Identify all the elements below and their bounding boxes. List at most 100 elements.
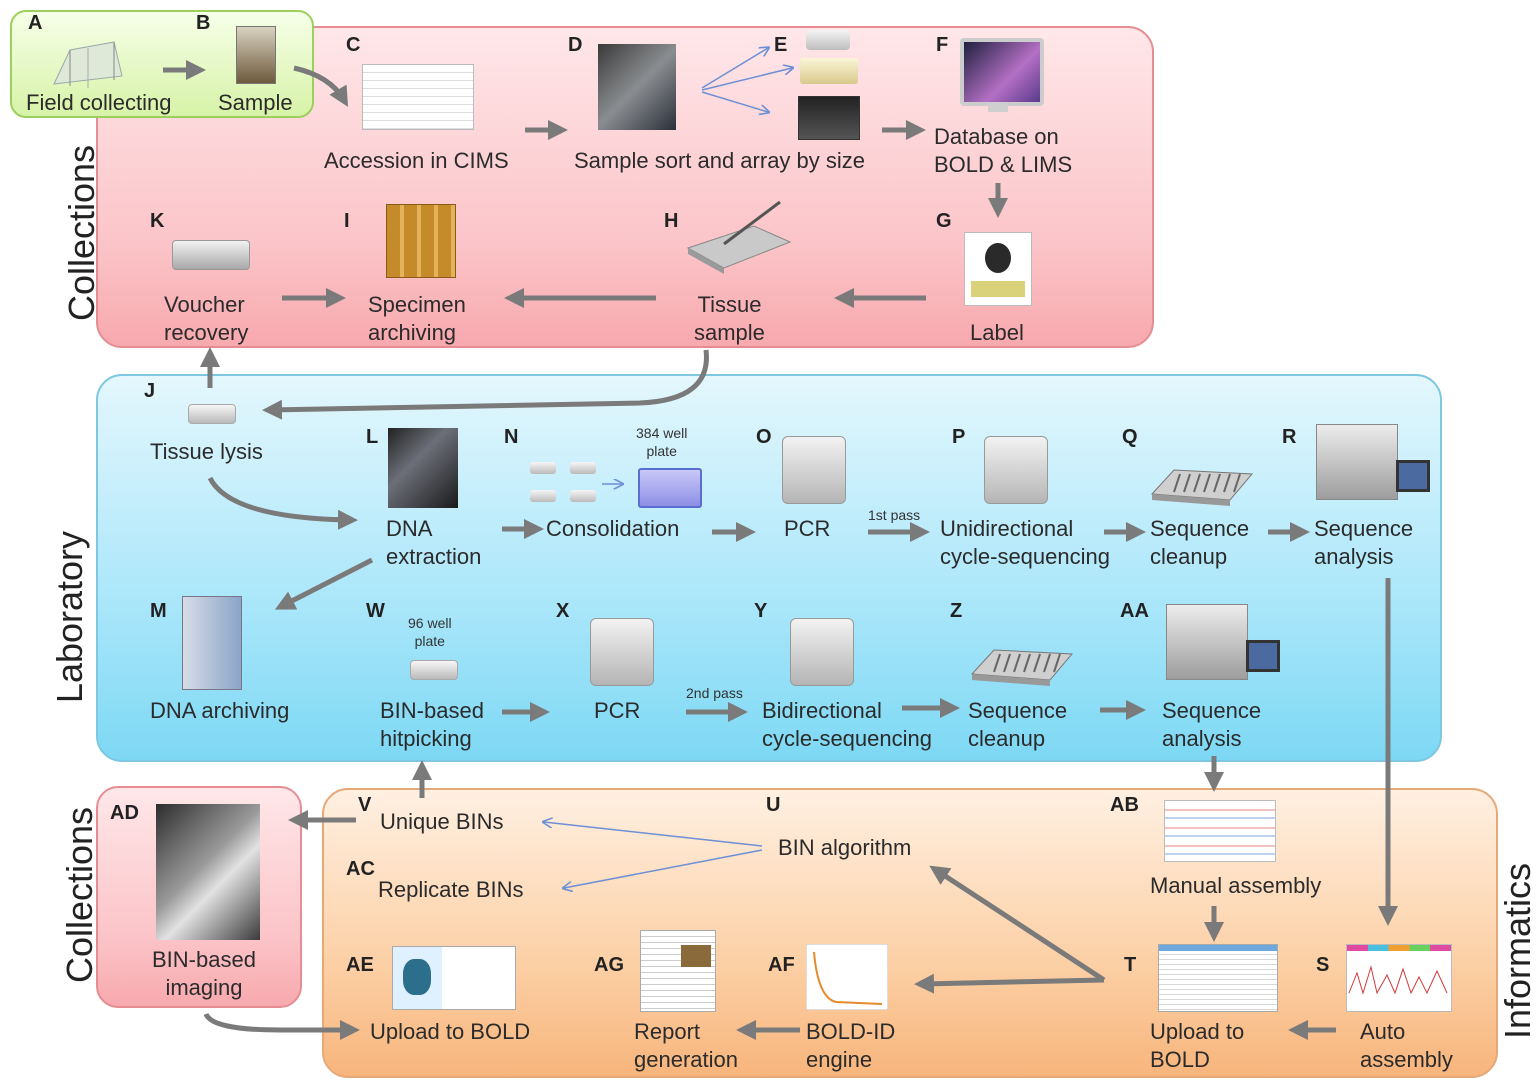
step-letter-z: Z: [950, 600, 963, 622]
arrow-t-af: [914, 973, 1105, 994]
insect-label-photo: [964, 232, 1032, 306]
step-letter-ad: AD: [110, 802, 139, 824]
field-tent-icon: [53, 41, 123, 88]
note-384-well-plate: 384 well plate: [636, 425, 688, 459]
sequencer-aa-monitor: [1246, 640, 1280, 672]
plate-small-icon: [806, 30, 850, 50]
step-letter-j: J: [144, 380, 156, 402]
step-letter-af: AF: [768, 954, 795, 976]
label-pcr-x: PCR: [594, 698, 641, 723]
label-field-collecting: Field collecting: [26, 90, 172, 115]
note-96-well-plate: 96 well plate: [408, 615, 452, 649]
step-letter-h: H: [664, 210, 679, 232]
label-voucher-recovery: Voucher recovery: [164, 292, 249, 345]
specimen-drawer-photo: [386, 204, 456, 278]
upload-bold-screenshot-t: [1158, 944, 1278, 1012]
monitor-stand-icon: [988, 102, 1008, 112]
label-first-pass: 1st pass: [868, 507, 921, 523]
sample-bottle-icon: [236, 26, 276, 84]
step-letter-ae: AE: [346, 954, 374, 976]
label-unidirectional: Unidirectional cycle-sequencing: [940, 516, 1110, 569]
label-sample-sort: Sample sort and array by size: [574, 148, 866, 173]
label-manual-assembly: Manual assembly: [1150, 873, 1322, 898]
arrow-l-m: [274, 557, 374, 610]
step-letter-q: Q: [1122, 426, 1138, 448]
label-bin-algorithm: BIN algorithm: [778, 835, 912, 860]
step-letter-y: Y: [754, 600, 768, 622]
label-upload-bold-t: Upload to BOLD: [1150, 1019, 1245, 1072]
arrow-j-l: [207, 476, 358, 530]
label-auto-assembly: Auto assembly: [1360, 1019, 1453, 1072]
arrow-h-j: [262, 349, 709, 420]
step-letter-l: L: [366, 426, 379, 448]
step-letter-g: G: [936, 210, 952, 232]
step-letter-c: C: [346, 34, 361, 56]
cycle-sequencer-p: [984, 436, 1048, 504]
bold-id-engine-chart: [806, 944, 888, 1010]
label-sequence-analysis-aa: Sequence analysis: [1162, 698, 1262, 751]
label-pcr-o: PCR: [784, 516, 831, 541]
sequence-cleanup-plate-q: [1150, 469, 1254, 506]
step-letter-x: X: [556, 600, 570, 622]
label-bin-hitpicking: BIN-based hitpicking: [380, 698, 484, 751]
label-sequence-cleanup-z: Sequence cleanup: [968, 698, 1068, 751]
step-letter-ac: AC: [346, 858, 375, 880]
consolidation-plate-1: [530, 462, 556, 474]
auto-assembly-screenshot: [1346, 944, 1452, 1012]
step-letter-k: K: [150, 210, 165, 232]
label-bold-id-engine: BOLD-ID engine: [806, 1019, 896, 1072]
step-letter-w: W: [366, 600, 385, 622]
label-dna-archiving: DNA archiving: [150, 698, 290, 723]
label-sequence-cleanup-q: Sequence cleanup: [1150, 516, 1250, 569]
label-tissue-sample: Tissue sample: [694, 292, 765, 345]
plate-large-icon: [798, 96, 860, 140]
manual-assembly-screenshot: [1164, 800, 1276, 862]
dna-extraction-robot-photo: [388, 428, 458, 508]
384-well-plate-icon: [638, 468, 702, 508]
step-letter-t: T: [1124, 954, 1137, 976]
upload-bold-screenshot-ae: [392, 946, 516, 1010]
step-letter-u: U: [766, 794, 781, 816]
label-report-generation: Report generation: [634, 1019, 738, 1072]
step-letter-b: B: [196, 12, 211, 34]
label-dna-extraction: DNA extraction: [386, 516, 482, 569]
96-well-plate-icon: [410, 660, 458, 680]
step-letter-a: A: [28, 12, 43, 34]
label-label: Label: [970, 320, 1024, 345]
cycle-sequencer-y: [790, 618, 854, 686]
step-letter-f: F: [936, 34, 949, 56]
sequencer-r: [1316, 424, 1398, 500]
database-monitor-icon: [960, 38, 1044, 106]
label-bin-imaging: BIN-based imaging: [152, 947, 256, 1000]
laboratory-panel: [96, 374, 1442, 762]
consolidation-plate-4: [570, 490, 596, 502]
label-sample: Sample: [218, 90, 293, 115]
plate-medium-icon: [800, 58, 858, 84]
step-letter-r: R: [1282, 426, 1297, 448]
imaging-microscope-photo: [156, 804, 260, 940]
label-second-pass: 2nd pass: [686, 685, 743, 701]
step-letter-s: S: [1316, 954, 1330, 976]
voucher-plate-icon: [172, 240, 250, 270]
sequencer-r-monitor: [1396, 460, 1430, 492]
label-consolidation: Consolidation: [546, 516, 680, 541]
dna-freezer-photo: [182, 596, 242, 690]
step-letter-e: E: [774, 34, 788, 56]
label-unique-bins: Unique BINs: [380, 809, 504, 834]
label-replicate-bins: Replicate BINs: [378, 877, 524, 902]
step-letter-aa: AA: [1120, 600, 1149, 622]
thin-arrow-d-e2: [701, 68, 792, 91]
consolidation-plate-2: [570, 462, 596, 474]
pcr-thermocycler-o: [782, 436, 846, 504]
consolidation-plate-3: [530, 490, 556, 502]
label-specimen-archiving: Specimen archiving: [368, 292, 466, 345]
step-letter-p: P: [952, 426, 966, 448]
arrow-t-u: [929, 865, 1106, 983]
step-letter-ab: AB: [1110, 794, 1139, 816]
step-letter-n: N: [504, 426, 519, 448]
step-letter-v: V: [358, 794, 372, 816]
step-letter-ag: AG: [594, 954, 624, 976]
arrow-b-c: [293, 65, 349, 107]
thin-arrow-d-e1: [701, 48, 768, 89]
